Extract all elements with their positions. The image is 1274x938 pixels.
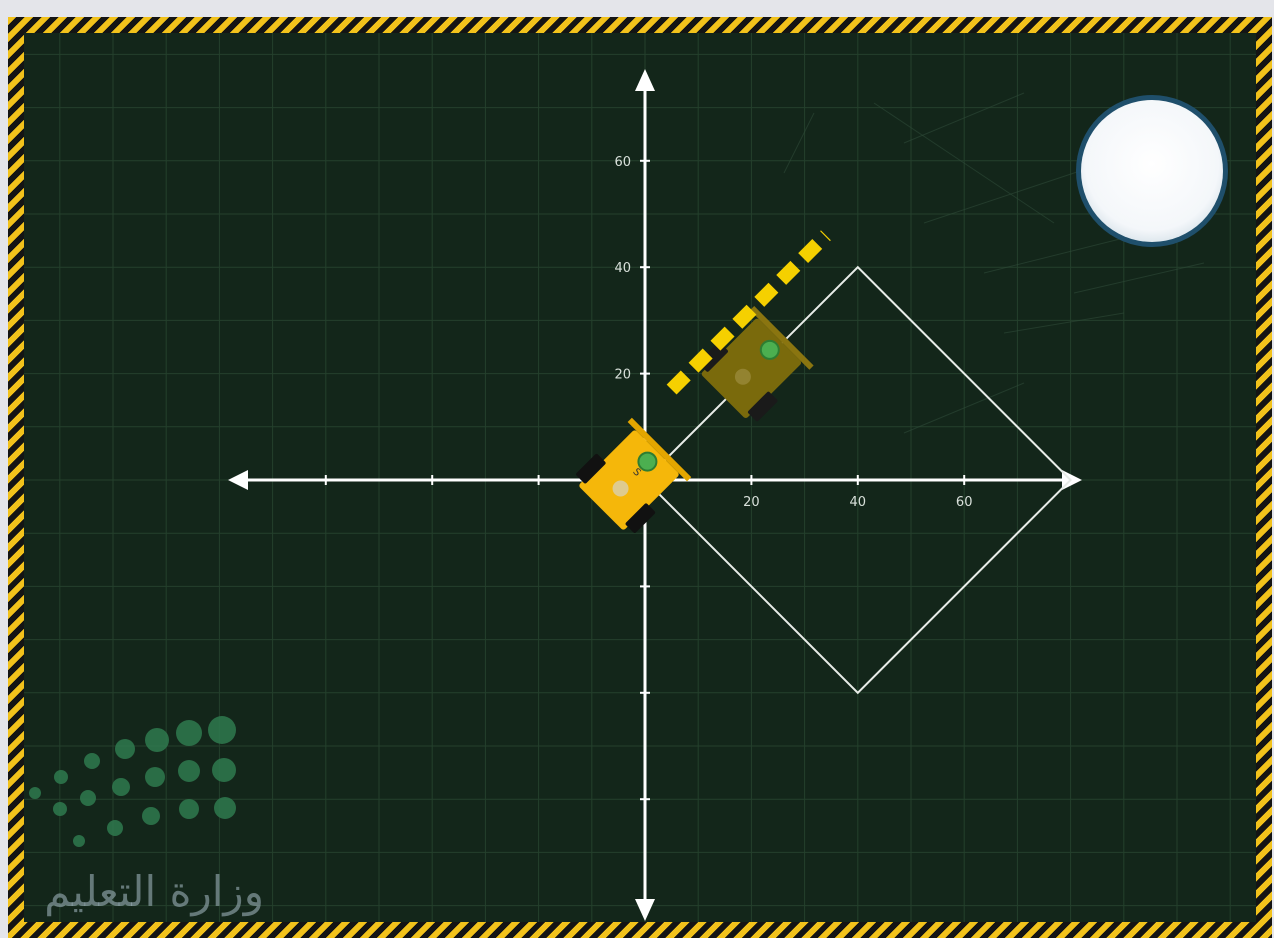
logo-dot: [214, 797, 236, 819]
logo-dot: [178, 760, 200, 782]
y-tick-label: 20: [614, 368, 631, 383]
scratch-mark: [904, 93, 1024, 143]
ghost-robot: [693, 306, 813, 426]
logo-dot: [176, 720, 202, 746]
scratch-mark: [874, 103, 1054, 223]
scratch-mark: [784, 113, 814, 173]
simulation-stage[interactable]: 20 40 60 20 40 60 S وزارة التعليم: [24, 33, 1256, 922]
x-tick-label: 60: [956, 495, 973, 510]
logo-dot: [145, 728, 169, 752]
x-tick-label: 20: [743, 495, 760, 510]
logo-dot: [212, 758, 236, 782]
logo-dot: [179, 799, 199, 819]
scratch-mark: [1004, 313, 1124, 333]
robot-body: S: [571, 418, 691, 538]
logo-dot: [84, 753, 100, 769]
scratch-mark: [1074, 263, 1204, 293]
ministry-watermark-text: وزارة التعليم: [24, 862, 264, 922]
logo-dot: [145, 767, 165, 787]
scratch-mark: [904, 383, 1024, 433]
logo-dot: [112, 778, 130, 796]
y-tick-label: 40: [614, 261, 631, 276]
y-tick-label: 60: [614, 155, 631, 170]
moon-icon: [1076, 95, 1228, 247]
y-axis-arrow-down: [635, 899, 655, 921]
logo-dot: [29, 787, 41, 799]
logo-dot: [53, 802, 67, 816]
logo-dot: [142, 807, 160, 825]
ghost-robot-body: [693, 306, 813, 426]
x-axis-arrow-left: [228, 470, 248, 490]
logo-dot: [73, 835, 85, 847]
ghost-robot-chassis: [700, 317, 802, 419]
logo-dot: [107, 820, 123, 836]
logo-dot: [208, 716, 236, 744]
robot-chassis: [578, 429, 680, 531]
logo-dot: [115, 739, 135, 759]
logo-dot: [54, 770, 68, 784]
ministry-logo-dots: [29, 716, 236, 847]
robot[interactable]: S: [571, 418, 691, 538]
scene-canvas[interactable]: 20 40 60 20 40 60 S: [24, 33, 1256, 922]
y-axis-arrow-up: [635, 69, 655, 91]
stage-hazard-border: 20 40 60 20 40 60 S وزارة التعليم: [8, 17, 1272, 938]
moon-disc: [1081, 100, 1223, 242]
x-tick-label: 40: [850, 495, 867, 510]
logo-dot: [80, 790, 96, 806]
